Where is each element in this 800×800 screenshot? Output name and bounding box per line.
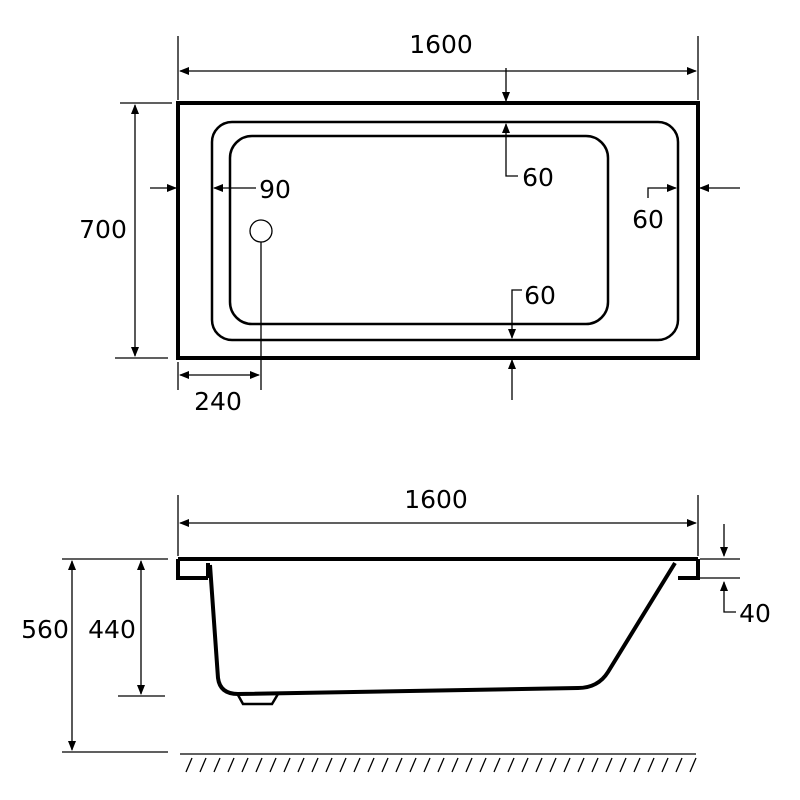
top-view: 1600 700 240 90 60 60 60 bbox=[79, 30, 740, 416]
bath-outline bbox=[176, 101, 700, 360]
floor-hatch-stroke bbox=[675, 757, 683, 773]
floor-hatch-stroke bbox=[339, 757, 347, 773]
floor-hatch-stroke bbox=[311, 757, 319, 773]
side-margin-label: 90 bbox=[259, 175, 291, 204]
floor-hatch-stroke bbox=[241, 757, 249, 773]
rim-flange-left bbox=[176, 559, 208, 580]
floor-hatch-stroke bbox=[563, 757, 571, 773]
bath-depth-label: 440 bbox=[88, 615, 136, 644]
floor-hatch-stroke bbox=[381, 757, 389, 773]
floor-hatch-stroke bbox=[619, 757, 627, 773]
overall-height-label: 560 bbox=[21, 615, 69, 644]
floor-hatch-stroke bbox=[647, 757, 655, 773]
rim-flange-right bbox=[678, 559, 700, 580]
floor-hatch-stroke bbox=[269, 757, 277, 773]
floor-hatch-stroke bbox=[451, 757, 459, 773]
waste-offset-label: 240 bbox=[194, 387, 242, 416]
rim-thickness-leader bbox=[720, 581, 736, 613]
floor-hatch-stroke bbox=[465, 757, 473, 773]
floor-hatch-stroke bbox=[185, 757, 193, 773]
floor-hatch-stroke bbox=[423, 757, 431, 773]
length-dimension-label: 1600 bbox=[409, 30, 473, 59]
bottom-margin-label: 60 bbox=[524, 281, 556, 310]
width-dimension-label: 700 bbox=[79, 215, 127, 244]
floor-hatch-stroke bbox=[367, 757, 375, 773]
floor-hatch-stroke bbox=[409, 757, 417, 773]
floor-hatch-stroke bbox=[661, 757, 669, 773]
floor-hatch-stroke bbox=[255, 757, 263, 773]
waste-outlet bbox=[249, 219, 273, 243]
floor-hatch-stroke bbox=[213, 757, 221, 773]
side-view: 1600 560 440 40 bbox=[21, 485, 771, 773]
floor-hatch-stroke bbox=[353, 757, 361, 773]
floor-hatching bbox=[185, 757, 697, 773]
rim-thickness-label: 40 bbox=[739, 599, 771, 628]
floor-hatch-stroke bbox=[507, 757, 515, 773]
floor-hatch-stroke bbox=[479, 757, 487, 773]
floor-hatch-stroke bbox=[325, 757, 333, 773]
floor-hatch-stroke bbox=[199, 757, 207, 773]
floor-hatch-stroke bbox=[437, 757, 445, 773]
top-margin-label: 60 bbox=[522, 163, 554, 192]
floor-hatch-stroke bbox=[577, 757, 585, 773]
floor-hatch-stroke bbox=[493, 757, 501, 773]
tub-foot bbox=[236, 693, 280, 706]
side-length-dimension-label: 1600 bbox=[404, 485, 468, 514]
floor-hatch-stroke bbox=[689, 757, 697, 773]
floor-hatch-stroke bbox=[283, 757, 291, 773]
floor-hatch-stroke bbox=[633, 757, 641, 773]
end-margin-leader bbox=[647, 184, 677, 198]
floor-hatch-stroke bbox=[605, 757, 613, 773]
floor-hatch-stroke bbox=[591, 757, 599, 773]
floor-hatch-stroke bbox=[227, 757, 235, 773]
inner-rim bbox=[210, 120, 680, 342]
floor-hatch-stroke bbox=[549, 757, 557, 773]
bottom-margin-leader bbox=[508, 289, 522, 339]
floor-hatch-stroke bbox=[521, 757, 529, 773]
floor-hatch-stroke bbox=[535, 757, 543, 773]
tub-body bbox=[206, 561, 677, 697]
top-margin-leader bbox=[502, 123, 518, 177]
floor-hatch-stroke bbox=[297, 757, 305, 773]
floor-hatch-stroke bbox=[395, 757, 403, 773]
end-margin-label: 60 bbox=[632, 205, 664, 234]
basin-floor bbox=[228, 134, 610, 326]
